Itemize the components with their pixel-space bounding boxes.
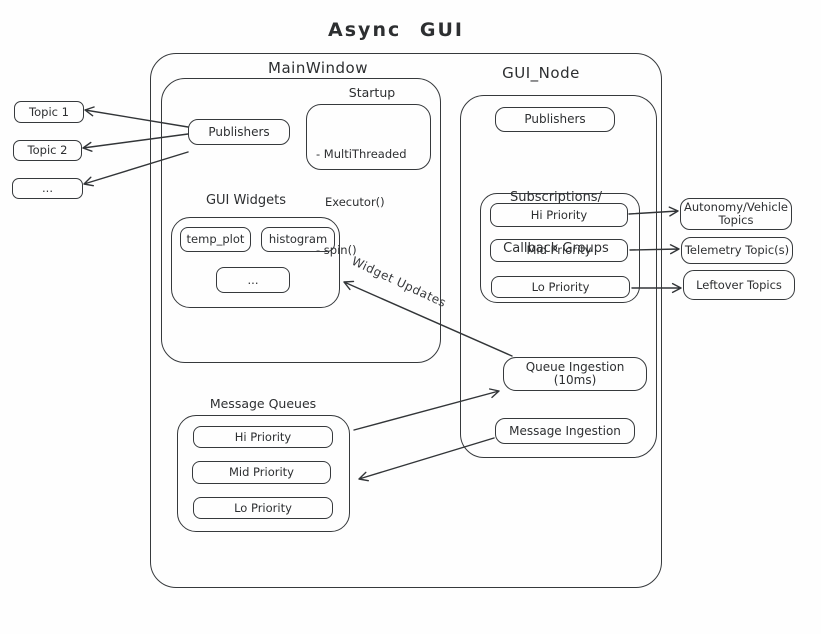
startup-line-2: Executor() bbox=[325, 195, 385, 209]
widget-histogram-node: histogram bbox=[261, 227, 335, 252]
leftover-topics-node: Leftover Topics bbox=[683, 270, 795, 300]
gui-widgets-container-box bbox=[171, 217, 340, 308]
gui-node-publishers-node: Publishers bbox=[495, 107, 615, 132]
gui-widgets-label: GUI Widgets bbox=[205, 193, 287, 208]
widget-more-node: ... bbox=[216, 267, 290, 293]
message-queues-container-box bbox=[177, 415, 350, 532]
widget-temp-plot-node: temp_plot bbox=[180, 227, 251, 252]
gui-node-box bbox=[460, 95, 657, 458]
left-topic-more-node: ... bbox=[12, 178, 83, 199]
subscriptions-label-line-2: Callback Groups bbox=[503, 241, 609, 256]
application-container-box bbox=[150, 53, 662, 588]
subscription-mid-priority-node: Mid Priority bbox=[490, 239, 628, 262]
message-queues-label: Message Queues bbox=[209, 396, 317, 411]
startup-line-1: - MultiThreaded bbox=[316, 147, 407, 161]
left-topic-1-node: Topic 1 bbox=[14, 101, 84, 123]
queue-hi-priority-node: Hi Priority bbox=[193, 426, 333, 448]
subscription-lo-priority-node: Lo Priority bbox=[491, 276, 630, 298]
main-window-label: MainWindow bbox=[268, 59, 368, 77]
startup-label: Startup bbox=[348, 85, 396, 100]
queue-mid-priority-node: Mid Priority bbox=[192, 461, 331, 484]
diagram-title: Async GUI bbox=[328, 19, 464, 41]
main-window-publishers-node: Publishers bbox=[188, 119, 290, 145]
startup-box bbox=[306, 104, 431, 170]
message-ingestion-node: Message Ingestion bbox=[495, 418, 635, 444]
subscription-hi-priority-node: Hi Priority bbox=[490, 203, 628, 227]
telemetry-topics-node: Telemetry Topic(s) bbox=[681, 237, 793, 264]
gui-node-label: GUI_Node bbox=[502, 64, 580, 82]
autonomy-vehicle-topics-node: Autonomy/Vehicle Topics bbox=[680, 198, 792, 230]
left-topic-2-node: Topic 2 bbox=[13, 140, 82, 161]
queue-lo-priority-node: Lo Priority bbox=[193, 497, 333, 519]
main-window-box bbox=[161, 78, 441, 363]
queue-ingestion-node: Queue Ingestion (10ms) bbox=[503, 357, 647, 391]
